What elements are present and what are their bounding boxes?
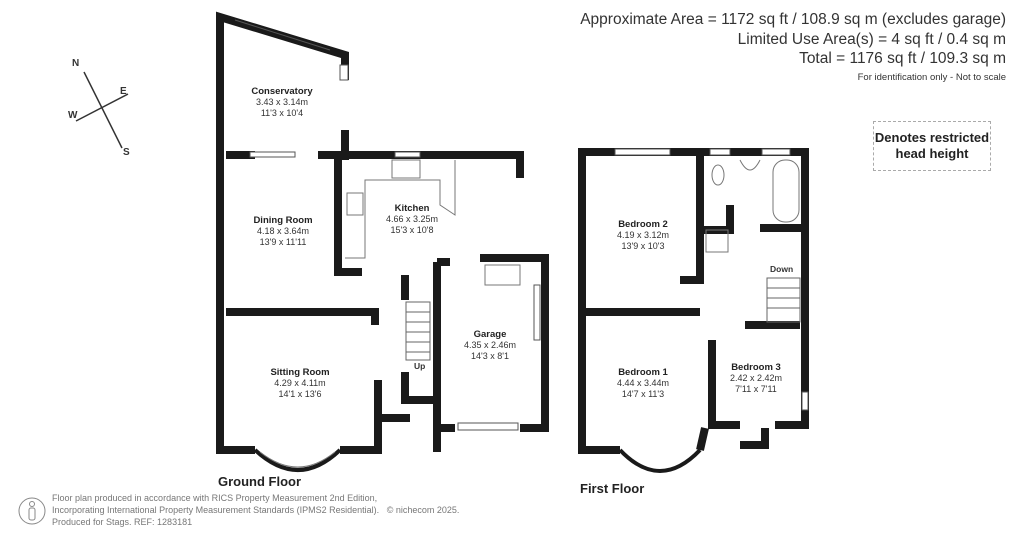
- compass-west: W: [68, 110, 78, 121]
- compass-north: N: [72, 58, 80, 69]
- copyright: © nichecom 2025.: [386, 505, 460, 515]
- ground-floor-windows: [234, 19, 541, 431]
- person-icon: [18, 497, 46, 525]
- ground-floor-walls: [216, 11, 549, 454]
- stairs-down-label: Down: [770, 264, 794, 274]
- approximate-area: Approximate Area = 1172 sq ft / 108.9 sq…: [580, 11, 1006, 28]
- compass-icon: [75, 71, 129, 149]
- total-area: Total = 1176 sq ft / 109.3 sq m: [799, 50, 1006, 67]
- restricted-height-legend: Denotes restricted head height: [873, 121, 991, 171]
- footer-text: Floor plan produced in accordance with R…: [52, 493, 460, 527]
- scale-note: For identification only - Not to scale: [857, 72, 1006, 83]
- bedroom1-bay-window: [618, 448, 702, 473]
- first-floor-walls: [578, 148, 809, 454]
- compass-east: E: [120, 86, 127, 97]
- legend-line1: Denotes restricted: [874, 130, 990, 145]
- sitting-room-bay-window: [253, 448, 342, 472]
- kitchen-units: [345, 159, 521, 286]
- first-floor-windows: [614, 148, 809, 411]
- compass-south: S: [123, 147, 130, 158]
- limited-use-area: Limited Use Area(s) = 4 sq ft / 0.4 sq m: [737, 31, 1006, 48]
- first-floor-label: First Floor: [580, 481, 645, 496]
- stairs-up-label: Up: [414, 361, 426, 371]
- bathroom-fixtures: [705, 159, 800, 253]
- ground-floor-label: Ground Floor: [218, 474, 302, 489]
- legend-line2: head height: [895, 146, 969, 161]
- first-stairs: [766, 277, 801, 323]
- ground-stairs: [405, 301, 431, 361]
